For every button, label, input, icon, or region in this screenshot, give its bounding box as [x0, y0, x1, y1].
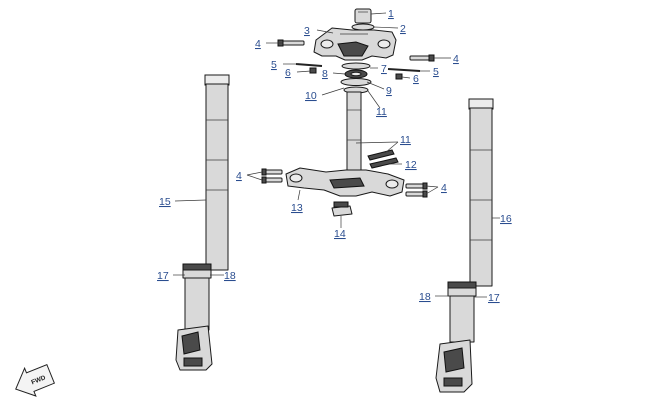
part-bolt-small-left [309, 67, 317, 74]
part-lower-bearing [369, 157, 399, 169]
callout-6-left[interactable]: 6 [285, 67, 291, 79]
part-washer-top [351, 23, 375, 31]
callout-15[interactable]: 15 [159, 196, 171, 208]
callout-3[interactable]: 3 [304, 25, 310, 37]
part-lower-nut [331, 201, 353, 217]
part-bolt-small-right [395, 73, 403, 80]
callout-12[interactable]: 12 [405, 159, 417, 171]
callout-18-left[interactable]: 18 [224, 270, 236, 282]
callout-1[interactable]: 1 [388, 8, 394, 20]
callout-4-upper-right[interactable]: 4 [453, 53, 459, 65]
part-top-nut [354, 8, 372, 24]
callout-4-lower-left[interactable]: 4 [236, 170, 242, 182]
part-fork-leg-right [435, 98, 494, 393]
callout-7[interactable]: 7 [381, 63, 387, 75]
part-dust-seal [367, 149, 395, 161]
part-upper-triple-clamp [313, 27, 397, 61]
callout-11-upper[interactable]: 11 [376, 106, 387, 118]
callout-5-right[interactable]: 5 [433, 66, 439, 78]
callout-16[interactable]: 16 [500, 213, 512, 225]
callout-9[interactable]: 9 [386, 85, 392, 97]
part-bearing-stack [340, 62, 372, 94]
callout-14[interactable]: 14 [334, 228, 346, 240]
callout-labels: 1 2 3 4 4 4 4 5 5 6 6 7 8 9 10 11 11 12 … [157, 8, 512, 304]
callout-5-left[interactable]: 5 [271, 59, 277, 71]
callout-4-lower-right[interactable]: 4 [441, 182, 447, 194]
callout-6-right[interactable]: 6 [413, 73, 419, 85]
callout-17-right[interactable]: 17 [488, 292, 500, 304]
direction-marker: FWD [15, 363, 56, 397]
part-fork-leg-left [175, 74, 230, 371]
part-lower-triple-clamp [285, 167, 405, 197]
part-bolts-lower-left [261, 168, 283, 184]
leader-lines [173, 12, 500, 298]
callout-13[interactable]: 13 [291, 202, 303, 214]
part-bolts-lower-right [405, 182, 428, 198]
part-steering-stem [346, 91, 362, 175]
callout-2[interactable]: 2 [400, 23, 406, 35]
callout-4-upper-left[interactable]: 4 [255, 38, 261, 50]
callout-11-lower[interactable]: 11 [400, 134, 411, 146]
callout-10[interactable]: 10 [305, 90, 317, 102]
callout-8[interactable]: 8 [322, 68, 328, 80]
part-pin-right [387, 68, 421, 72]
part-bolt-upper-right [409, 54, 435, 62]
callout-18-right[interactable]: 18 [419, 291, 431, 303]
callout-17-left[interactable]: 17 [157, 270, 169, 282]
part-pin-left [295, 63, 323, 67]
